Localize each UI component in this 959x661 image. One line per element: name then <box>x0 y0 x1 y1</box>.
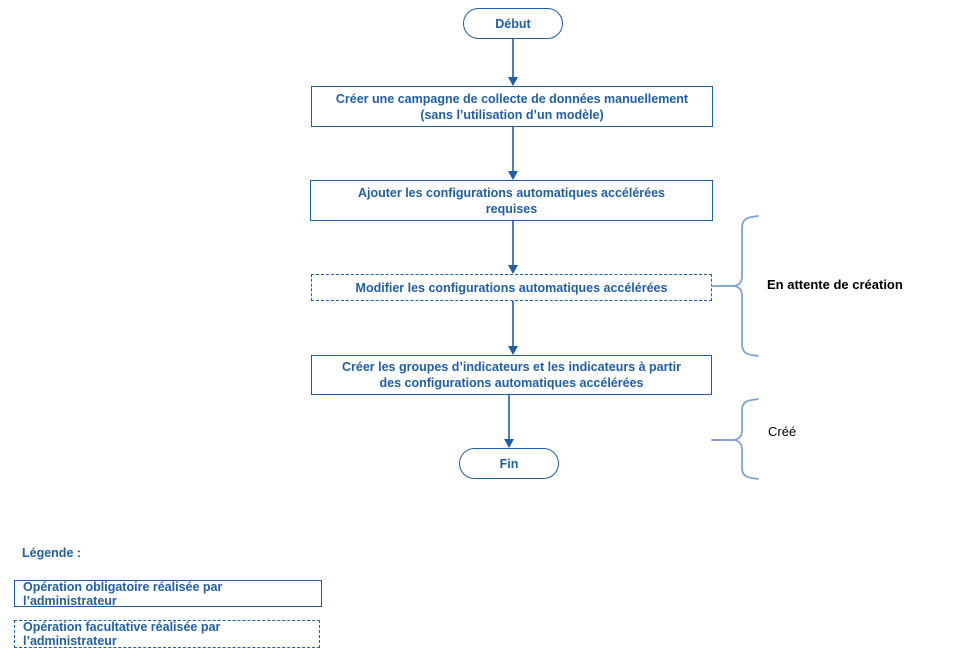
node-create-indicators[interactable]: Créer les groupes d’indicateurs et les i… <box>311 355 712 395</box>
connector-start-to-step1 <box>508 39 518 86</box>
connector-step4-to-end <box>504 395 514 448</box>
legend-item-optional: Opération facultative réalisée par l’adm… <box>14 620 320 648</box>
node-create-indicators-line2: des configurations automatiques accéléré… <box>379 376 644 390</box>
node-create-indicators-line1: Créer les groupes d’indicateurs et les i… <box>341 360 681 374</box>
node-modify-configurations-label: Modifier les configurations automatiques… <box>355 280 668 295</box>
annotation-created-label: Créé <box>768 424 797 439</box>
annotation-pending-creation-label: En attente de création <box>767 277 903 292</box>
node-add-configurations-line1: Ajouter les configurations automatiques … <box>357 185 666 200</box>
connector-step2-to-step3 <box>508 221 518 274</box>
brace-created <box>711 398 759 480</box>
node-create-campaign-line1: Créer une campagne de collecte de donnée… <box>335 91 689 106</box>
node-create-campaign-line2: (sans l’utilisation d’un modèle) <box>420 107 604 122</box>
legend-item-mandatory: Opération obligatoire réalisée par l’adm… <box>14 579 322 608</box>
legend-item-optional-label: Opération facultative réalisée par l’adm… <box>23 620 221 648</box>
node-end-label: Fin <box>499 456 519 471</box>
node-start-label: Début <box>495 16 531 31</box>
legend-title: Légende : <box>22 546 82 560</box>
connector-step3-to-step4 <box>508 301 518 355</box>
connector-step1-to-step2 <box>508 127 518 180</box>
brace-pending-creation <box>711 215 759 357</box>
node-end[interactable]: Fin <box>459 448 559 479</box>
node-add-configurations[interactable]: Ajouter les configurations automatiques … <box>310 180 713 221</box>
node-create-campaign[interactable]: Créer une campagne de collecte de donnée… <box>311 86 713 127</box>
node-start[interactable]: Début <box>463 8 563 39</box>
node-add-configurations-line2: requises <box>485 201 538 216</box>
node-modify-configurations[interactable]: Modifier les configurations automatiques… <box>311 274 712 301</box>
legend-item-mandatory-label: Opération obligatoire réalisée par l’adm… <box>23 579 223 608</box>
